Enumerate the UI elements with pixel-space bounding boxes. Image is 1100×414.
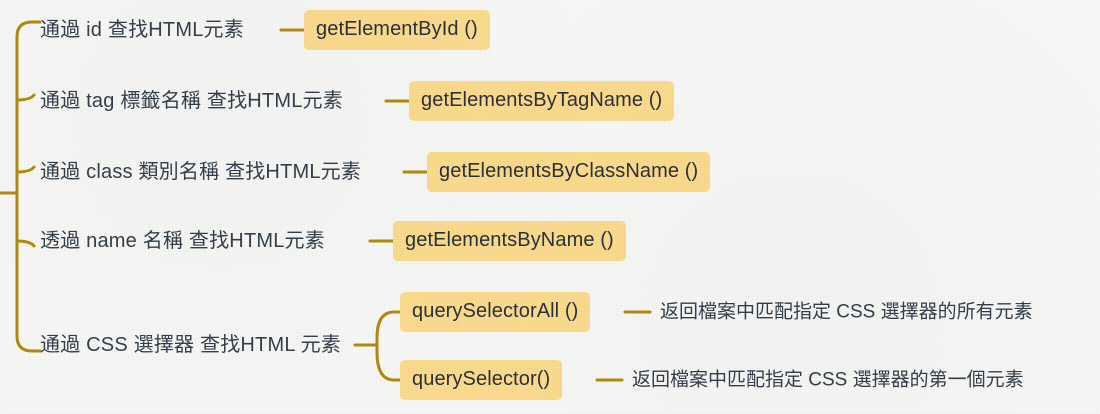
method-chip-query-selector-all[interactable]: querySelectorAll () [400,292,591,332]
branch-label-by-css-selector: 通過 CSS 選擇器 查找HTML 元素 [40,334,342,356]
method-chip-get-elements-by-name[interactable]: getElementsByName () [393,221,626,261]
brace-tick-name [15,239,36,248]
brace-tick-class [15,165,36,174]
brace-cap-top [15,20,42,39]
branch-label-by-class: 通過 class 類別名稱 查找HTML元素 [40,161,362,183]
branch-label-by-name: 透過 name 名稱 查找HTML元素 [40,230,325,252]
brace-tick-tag [15,93,36,102]
branch-label-by-id: 通過 id 查找HTML元素 [40,19,244,41]
css-brace-arm-bottom [375,350,402,382]
method-chip-get-elements-by-class-name[interactable]: getElementsByClassName () [427,152,711,192]
brace-cap-bottom [15,334,42,353]
css-brace-arm-top [375,310,402,340]
branch-label-by-tag: 通過 tag 標籤名稱 查找HTML元素 [40,90,343,112]
method-chip-get-elements-by-tag-name[interactable]: getElementsByTagName () [409,81,675,121]
description-query-selector-all: 返回檔案中匹配指定 CSS 選擇器的所有元素 [660,301,1033,323]
method-chip-query-selector[interactable]: querySelector() [400,360,563,400]
description-query-selector: 返回檔案中匹配指定 CSS 選擇器的第一個元素 [632,369,1024,391]
method-chip-get-element-by-id[interactable]: getElementById () [304,10,490,50]
